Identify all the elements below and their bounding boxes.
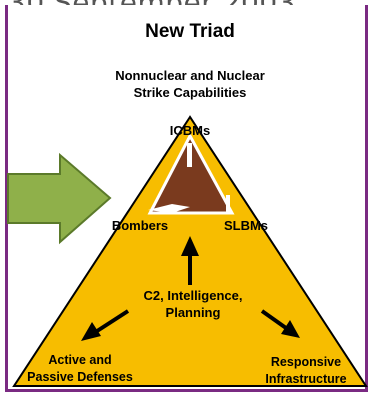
slbm-missile-icon [226,195,230,213]
bottom-right-label-line1: Responsive [271,355,341,369]
strike-capabilities-label-line2: Strike Capabilities [134,85,247,100]
strike-capabilities-label-line1: Nonnuclear and Nuclear [115,68,265,83]
down-left-arrow [92,309,130,335]
icbm-missile-icon [187,143,192,167]
center-label-line1: C2, Intelligence, [144,288,243,303]
leg-label-bombers: Bombers [112,218,168,233]
bomber-icon [148,204,190,213]
up-arrow-head [181,236,199,256]
inner-triangle [147,132,235,215]
down-right-arrow [260,309,288,330]
side-arrow-icon [7,152,112,245]
bottom-right-label-line2: Infrastructure [265,372,346,386]
down-left-arrow-head [81,322,101,341]
bottom-left-label-line2: Passive Defenses [27,370,133,384]
diagram-title: New Triad [145,21,235,42]
leg-label-icbms: ICBMs [170,123,210,138]
center-label-line2: Planning [166,305,221,320]
bottom-left-label-line1: Active and [48,353,111,367]
down-right-arrow-head [281,320,300,338]
leg-label-slbms: SLBMs [224,218,268,233]
